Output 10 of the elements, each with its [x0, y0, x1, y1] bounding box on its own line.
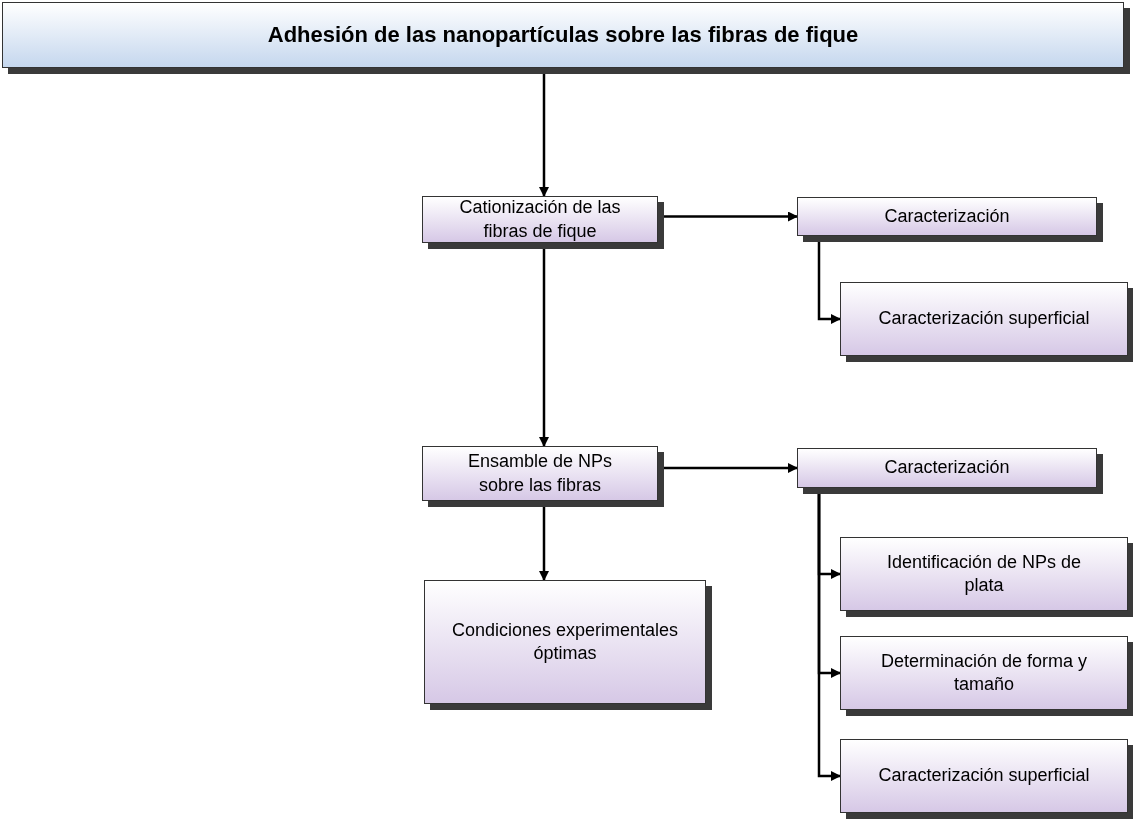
box-label: Caracterización: [884, 204, 1010, 228]
box-label: Caracterización superficial: [878, 307, 1090, 331]
box-label: Determinación de forma y tamaño: [879, 649, 1089, 696]
box-label: Caracterización superficial: [878, 764, 1090, 788]
box-label: Caracterización: [884, 456, 1010, 480]
box-label: Cationización de las fibras de fique: [458, 196, 622, 243]
title-text: Adhesión de las nanopartículas sobre las fibras de fique: [267, 22, 859, 48]
box-label: Condiciones experimentales óptimas: [450, 618, 680, 665]
box-label: Ensamble de NPs sobre las fibras: [466, 450, 614, 497]
box-label: Identificación de NPs de plata: [885, 550, 1083, 597]
